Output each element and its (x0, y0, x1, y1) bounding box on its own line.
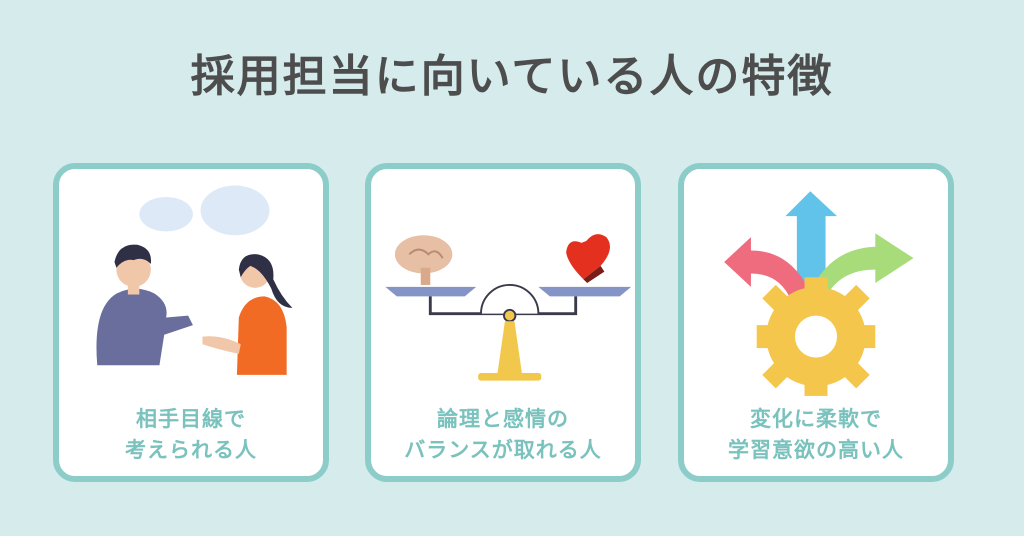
card-1-caption-line2: 考えられる人 (125, 438, 257, 462)
page-title: 採用担当に向いている人の特徴 (190, 51, 834, 102)
balance-scale-icon (385, 234, 632, 381)
card-2-caption-line1: 論理と感情の (437, 407, 569, 431)
card-2-caption-line2: バランスが取れる人 (404, 438, 602, 462)
heart-icon (566, 234, 610, 284)
feature-card-3: 変化に柔軟で 学習意欲の高い人 (678, 163, 954, 482)
card-3-caption-line2: 学習意欲の高い人 (728, 438, 904, 462)
feature-card-2: 論理と感情の バランスが取れる人 (365, 163, 641, 482)
gear-arrows-icon (724, 191, 914, 396)
people-talking-icon (96, 185, 293, 375)
card-1-caption-line1: 相手目線で (136, 407, 246, 431)
brain-icon (394, 235, 453, 285)
card-3-caption-line1: 変化に柔軟で (750, 407, 882, 431)
feature-card-1: 相手目線で 考えられる人 (53, 163, 329, 482)
